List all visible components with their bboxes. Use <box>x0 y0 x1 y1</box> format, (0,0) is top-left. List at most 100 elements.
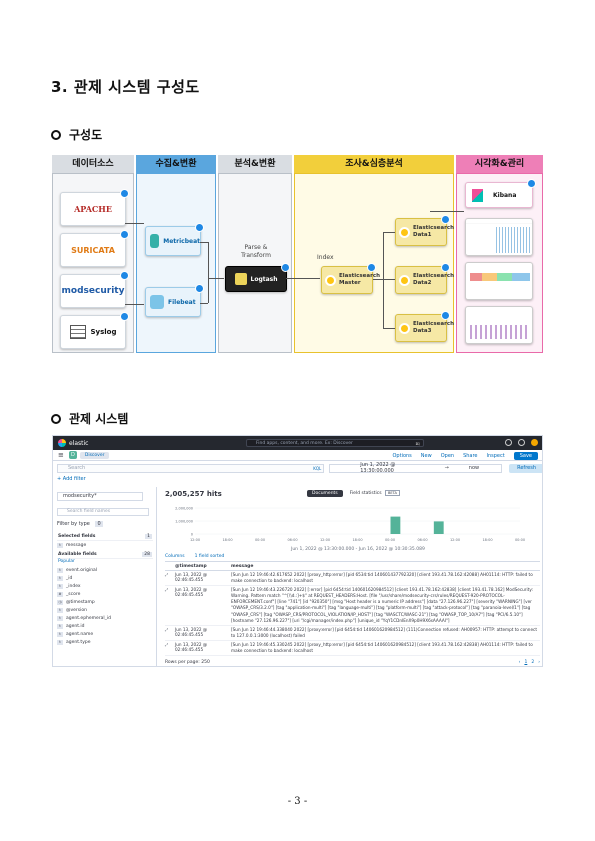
field-name: @version <box>66 607 87 613</box>
field-search-input[interactable]: Search field names <box>57 508 149 516</box>
menu-icon[interactable]: ≡ <box>58 451 64 459</box>
next-page-icon[interactable]: › <box>538 660 540 665</box>
beats-icon <box>441 215 450 224</box>
menu-open[interactable]: Open <box>440 453 455 459</box>
node-label: Kibana <box>493 191 517 199</box>
beats-icon <box>441 311 450 320</box>
field-name: _score <box>66 591 81 597</box>
pagination: ‹ 1 2 › <box>519 660 540 665</box>
x-tick-label: 06:00 <box>287 538 297 542</box>
expand-icon[interactable]: ⤢ <box>165 587 169 593</box>
brand-label: elastic <box>69 439 89 447</box>
histogram-bar[interactable] <box>390 516 401 534</box>
logstash-node: Logtash <box>225 263 290 292</box>
elasticsearch-icon <box>399 274 410 286</box>
elasticsearch-icon <box>325 274 336 286</box>
table-row[interactable]: ⤢ Jun 13, 2022 @ 02:46:45.455 [Sun Jun 1… <box>165 586 540 626</box>
query-input[interactable]: Search KQL <box>57 463 325 473</box>
histogram-bar[interactable] <box>433 521 444 534</box>
field-type-icon: t <box>57 639 63 645</box>
help-icon[interactable] <box>505 439 512 446</box>
save-button[interactable]: Save <box>513 452 538 460</box>
table-row[interactable]: ⤢ Jun 13, 2022 @ 02:46:45.455 [Sun Jun 1… <box>165 571 540 587</box>
filter-by-type-label: Filter by type <box>57 521 90 527</box>
elasticsearch-icon <box>399 226 410 238</box>
subsection-label: 구성도 <box>69 128 103 142</box>
table-row[interactable]: ⤢ Jun 13, 2022 @ 02:46:45.455 [Sun Jun 1… <box>165 626 540 641</box>
source-modsecurity: modsecurity <box>60 271 129 308</box>
elastic-logo[interactable]: elastic <box>58 439 88 447</box>
row-message: [Sun Jun 12 19:46:44.338040 2022] [proxy… <box>231 626 537 638</box>
table-row[interactable]: ⤢ Jun 13, 2022 @ 02:46:45.455 [Sun Jun 1… <box>165 641 540 657</box>
available-fields-group[interactable]: Available fields 28 <box>57 551 153 559</box>
server-icon <box>69 325 86 339</box>
field-item[interactable]: t_id <box>57 574 153 582</box>
beats-icon <box>120 271 129 280</box>
global-search-input[interactable]: Find apps, content, and more. Ex: Discov… <box>246 439 424 447</box>
newsfeed-icon[interactable] <box>518 439 525 446</box>
dashboard-thumbnail <box>465 306 533 344</box>
rows-per-page-select[interactable]: Rows per page: 250 <box>165 660 210 665</box>
field-type-icon: t <box>57 615 63 621</box>
field-name: agent.ephemeral_id <box>66 615 112 621</box>
page-1[interactable]: 1 <box>524 660 528 665</box>
menu-share[interactable]: Share <box>463 453 478 459</box>
breadcrumb[interactable]: Discover <box>79 451 110 459</box>
menu-new[interactable]: New <box>420 453 432 459</box>
avatar[interactable] <box>531 439 538 446</box>
x-tick-label: 00:00 <box>255 538 265 542</box>
prev-page-icon[interactable]: ‹ <box>518 660 521 665</box>
dashboard-thumbnail <box>465 218 533 256</box>
column-message[interactable]: message <box>231 564 254 569</box>
kibana-icon <box>472 188 483 202</box>
field-item[interactable]: ◷@timestamp <box>57 598 153 606</box>
column-timestamp[interactable]: @timestamp <box>175 564 207 569</box>
menu-options[interactable]: Options <box>392 453 412 459</box>
column-body: Kibana <box>456 173 543 353</box>
field-item[interactable]: t@version <box>57 606 153 614</box>
view-tabs: Documents Field statistics BETA <box>307 490 403 497</box>
sort-button[interactable]: 1 field sorted <box>194 554 225 559</box>
index-pattern-select[interactable]: modsecurity* <box>57 492 143 501</box>
query-placeholder: Search <box>68 464 86 471</box>
columns-button[interactable]: Columns <box>165 554 185 559</box>
field-item[interactable]: t_index <box>57 582 153 590</box>
arrow <box>430 211 464 212</box>
filter-by-type[interactable]: Filter by type 0 <box>57 521 103 527</box>
y-tick-label: 2,000,000 <box>175 507 193 511</box>
row-timestamp: Jun 13, 2022 @ 02:46:45.455 <box>175 572 208 582</box>
expand-icon[interactable]: ⤢ <box>165 626 169 632</box>
document-table: @timestamp message ⤢ Jun 13, 2022 @ 02:4… <box>165 563 540 657</box>
menu-inspect[interactable]: Inspect <box>486 453 505 459</box>
add-filter-link[interactable]: + Add filter <box>57 476 86 482</box>
refresh-button[interactable]: Refresh <box>509 463 542 473</box>
page-2[interactable]: 2 <box>531 660 535 665</box>
app-badge[interactable]: D <box>68 451 77 459</box>
selected-fields-group[interactable]: Selected fields 1 <box>57 533 153 541</box>
expand-icon[interactable]: ⤢ <box>165 572 169 577</box>
hits-count: 2,005,257 hits <box>165 490 222 498</box>
beats-icon <box>527 179 536 188</box>
time-to[interactable]: now <box>468 465 480 471</box>
expand-icon[interactable]: ⤢ <box>165 641 169 647</box>
field-item[interactable]: #_score <box>57 590 153 598</box>
tab-documents[interactable]: Documents <box>307 490 343 497</box>
row-timestamp: Jun 13, 2022 @ 02:46:45.455 <box>175 587 208 598</box>
tab-field-statistics[interactable]: Field statistics BETA <box>347 490 403 497</box>
kql-toggle[interactable]: KQL <box>313 465 322 471</box>
column-header: 분석&변환 <box>218 155 292 173</box>
beats-icon <box>195 284 204 293</box>
page-number: - 3 - <box>287 796 308 807</box>
time-from[interactable]: Jun 1, 2022 @ 13:30:00.000 <box>360 462 396 474</box>
source-apache: APACHE <box>60 189 129 226</box>
column-visualize: 시각화&관리 Kibana <box>456 155 543 353</box>
node-label: Filebeat <box>168 298 196 306</box>
document-toolbar: Columns 1 field sorted <box>165 554 540 562</box>
time-picker[interactable]: Jun 1, 2022 @ 13:30:00.000 → now <box>329 462 503 474</box>
